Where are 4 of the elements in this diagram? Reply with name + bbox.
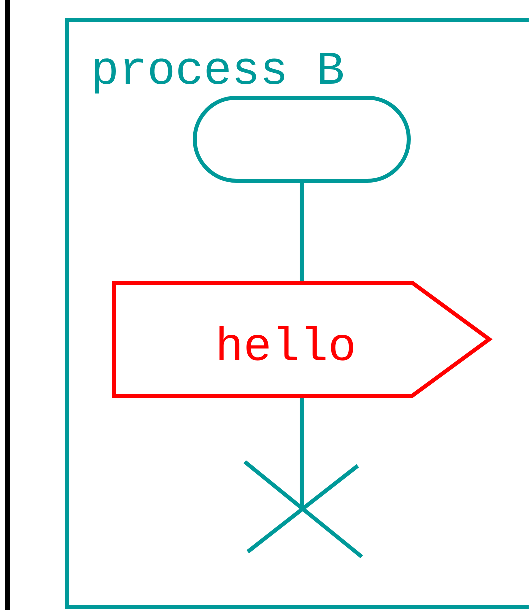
start-terminal — [193, 96, 411, 183]
frame-title: process B — [95, 53, 344, 94]
connector-line — [300, 183, 304, 281]
end-cross — [243, 460, 364, 559]
